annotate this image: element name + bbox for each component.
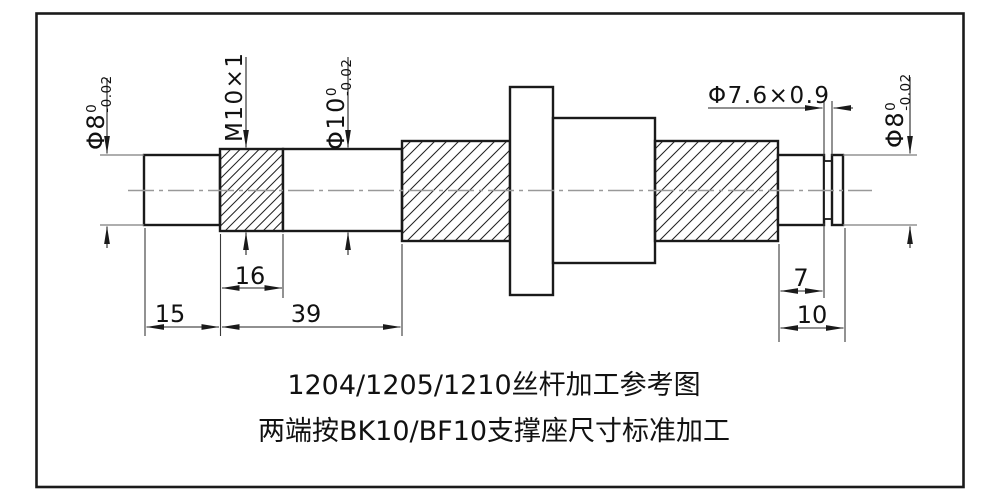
dim-39-text: 39 (291, 300, 322, 328)
diameter-leaders (104, 57, 913, 255)
extension-lines (100, 101, 917, 342)
label-phi8-left: Φ80-0.02 (82, 75, 115, 150)
dim-7-text: 7 (793, 264, 808, 292)
title-line-2: 两端按BK10/BF10支撑座尺寸标准加工 (258, 416, 730, 447)
dimension-lines (146, 285, 844, 331)
label-phi10: Φ100-0.02 (322, 59, 355, 150)
label-phi8-right: Φ80-0.02 (881, 73, 914, 148)
dim-10-text: 10 (797, 301, 828, 329)
dim-16-text: 16 (235, 262, 266, 290)
label-groove-spec: Φ7.6×0.9 (708, 83, 831, 109)
title-line-1: 1204/1205/1210丝杆加工参考图 (287, 370, 700, 401)
dim-15-text: 15 (155, 300, 186, 328)
drawing-border (35, 12, 965, 489)
label-m10x1: M10×1 (222, 51, 248, 142)
